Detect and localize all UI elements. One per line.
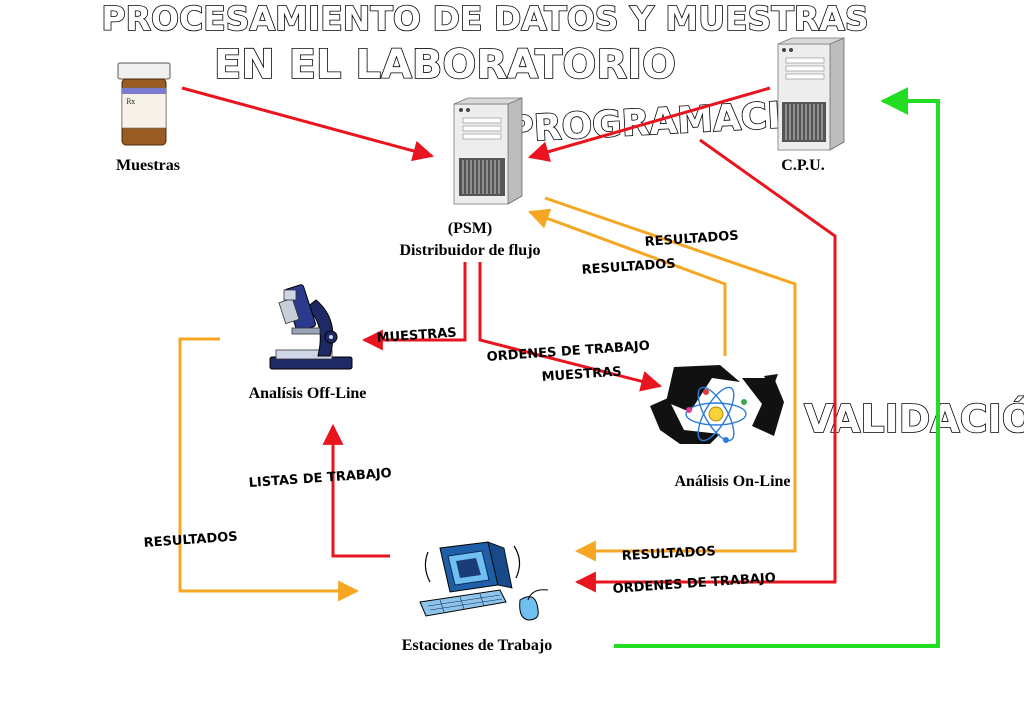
muestras-label: Muestras: [116, 157, 180, 174]
arrow-psm-to-offline: [361, 262, 467, 351]
arrow-muestras-to-psm: [181, 86, 435, 162]
recycle-atom-icon: [650, 365, 784, 444]
flow-label-resultados-3: RESULTADOS: [143, 529, 238, 551]
psm-label-line-1: (PSM): [447, 220, 493, 237]
svg-text:Rx: Rx: [126, 98, 135, 106]
cpu-tower-icon: [777, 37, 845, 151]
arrow-offline-resultados-to-stations: [178, 337, 360, 602]
arrow-cpu-ordenes-to-stations: [574, 138, 837, 593]
arrow-validacion: [614, 87, 940, 648]
flow-label-resultados-1: RESULTADOS: [644, 228, 739, 250]
psm-label-line-2: Distribuidor de flujo: [399, 242, 541, 259]
validacion-label: VALIDACIÓN: [804, 397, 1024, 441]
offline-label: Analísis Off-Line: [248, 385, 367, 402]
flow-label-resultados-4: RESULTADOS: [621, 544, 716, 564]
orange-connectors: [178, 196, 797, 602]
red-connectors: [181, 86, 837, 593]
flow-label-resultados-2: RESULTADOS: [581, 256, 676, 278]
arrow-resultados-to-psm: [528, 208, 727, 356]
online-label: Análisis On-Line: [674, 473, 791, 490]
arrow-cpu-to-psm: [527, 86, 771, 162]
title-line-1: PROCESAMIENTO DE DATOS Y MUESTRAS: [101, 0, 868, 38]
arrow-resultados-to-stations: [544, 196, 797, 562]
cpu-label: C.P.U.: [781, 157, 825, 174]
flow-label-muestras-2: MUESTRAS: [541, 364, 622, 385]
flow-label-muestras-1: MUESTRAS: [376, 325, 457, 346]
computer-workstation-icon: [419, 541, 549, 621]
title-line-2: EN EL LABORATORIO: [214, 42, 676, 88]
microscope-icon: [269, 284, 353, 370]
flow-label-ordenes-2: ORDENES DE TRABAJO: [612, 571, 776, 597]
arrow-psm-to-online: [478, 262, 663, 392]
pill-bottle-icon: Rx: [117, 62, 171, 146]
estaciones-label: Estaciones de Trabajo: [401, 637, 553, 654]
arrow-stations-listas-to-offline: [322, 423, 390, 558]
psm-tower-icon: [453, 97, 523, 205]
flow-label-listas: LISTAS DE TRABAJO: [248, 466, 392, 491]
